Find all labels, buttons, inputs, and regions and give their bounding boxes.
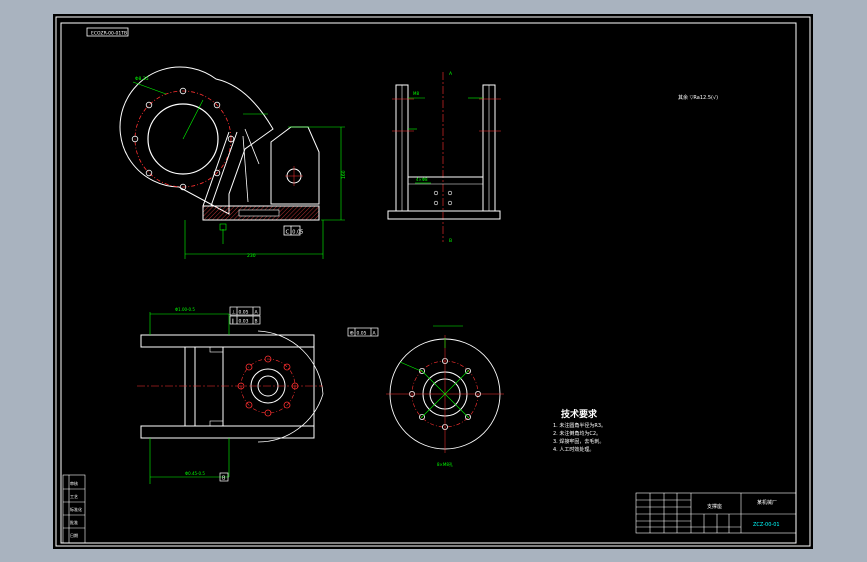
tech-item: 1. 未注圆角半径为R3。: [553, 422, 606, 429]
main-tol-symbol: C: [286, 229, 290, 235]
tech-item: 3. 焊接牢固，去毛刺。: [553, 438, 604, 445]
left-strip-cell: 标准化: [70, 506, 82, 512]
flange-frame-datum: A: [373, 331, 377, 337]
tech-item: 2. 未注倒角均为C2。: [553, 430, 601, 437]
section-dim-left: M8: [413, 91, 419, 96]
flange-frame-value: 0.05: [357, 331, 367, 337]
left-strip-cell: 日期: [70, 532, 78, 538]
main-dim-ref-circle: Φ8.25: [135, 76, 149, 82]
cad-drawing: ECOZR-00-01TB: [55, 16, 811, 547]
top-frame1-value: 0.05: [239, 310, 249, 316]
bore-circle: [147, 103, 219, 175]
tech-title: 技术要求: [561, 408, 598, 420]
section-axis-bottom: B: [449, 238, 452, 244]
top-dim-bottom: Φ0.45-0.5: [185, 471, 205, 476]
left-strip: [62, 474, 86, 544]
title-part-name: 支撑座: [707, 503, 722, 510]
left-strip-cell: 工艺: [70, 494, 78, 499]
flange-block: [222, 346, 315, 427]
title-block: [635, 492, 797, 534]
inner-border: [60, 22, 797, 544]
lower-arm: [140, 425, 315, 439]
section-dim-hole: 4×Φ8: [416, 177, 428, 182]
main-tolerance-frame: [283, 225, 301, 236]
side-plate: [270, 126, 320, 205]
section-view: A B: [387, 71, 501, 244]
main-dim-height: 160: [341, 170, 347, 179]
top-view: Φ1.00-0.5 Φ0.45-0.5 ⊥ 0.05 A ∥ 0.03 B B: [137, 306, 324, 484]
top-frame2-value: 0.03: [239, 319, 249, 325]
top-dim-top: Φ1.00-0.5: [175, 307, 195, 312]
upper-arm: [140, 334, 315, 348]
top-frame1-datum: A: [255, 310, 259, 316]
drawing-sheet: ECOZR-00-01TB: [53, 14, 813, 549]
bolt-holes: [131, 87, 235, 191]
top-left-code: ECOZR-00-01TB: [91, 31, 127, 37]
left-strip-cell: 批准: [70, 519, 78, 525]
outer-border: [55, 16, 811, 547]
bolt-circle: [134, 90, 232, 188]
main-tol-value: 0.05: [292, 229, 303, 235]
flange-view: ⊕ 0.05 A 8×M8孔: [347, 325, 504, 467]
main-dim-width: 230: [247, 253, 256, 259]
top-frame2-datum: B: [255, 319, 258, 325]
top-datum-tag: B: [222, 476, 226, 482]
title-drawing-no: ZCZ-00-01: [753, 522, 780, 528]
flange-frame-symbol: ⊕: [350, 331, 354, 337]
code-box: [86, 27, 129, 37]
top-frame1-symbol: ⊥: [232, 310, 236, 316]
tech-item: 4. 人工时效处理。: [553, 446, 594, 453]
surface-note: 其余 ▽Ra12.5(√): [678, 94, 718, 101]
section-axis-top: A: [449, 71, 453, 77]
title-company: 某机械厂: [757, 499, 777, 506]
top-frame2-symbol: ∥: [232, 319, 235, 325]
main-view: 230 160 Φ8.25 C 0.05: [119, 66, 347, 259]
main-outline: [119, 66, 274, 215]
left-strip-cell: 审核: [70, 480, 78, 486]
flange-dim-bottom: 8×M8孔: [437, 461, 453, 467]
tech-requirements: 技术要求 1. 未注圆角半径为R3。 2. 未注倒角均为C2。 3. 焊接牢固，…: [553, 408, 606, 453]
